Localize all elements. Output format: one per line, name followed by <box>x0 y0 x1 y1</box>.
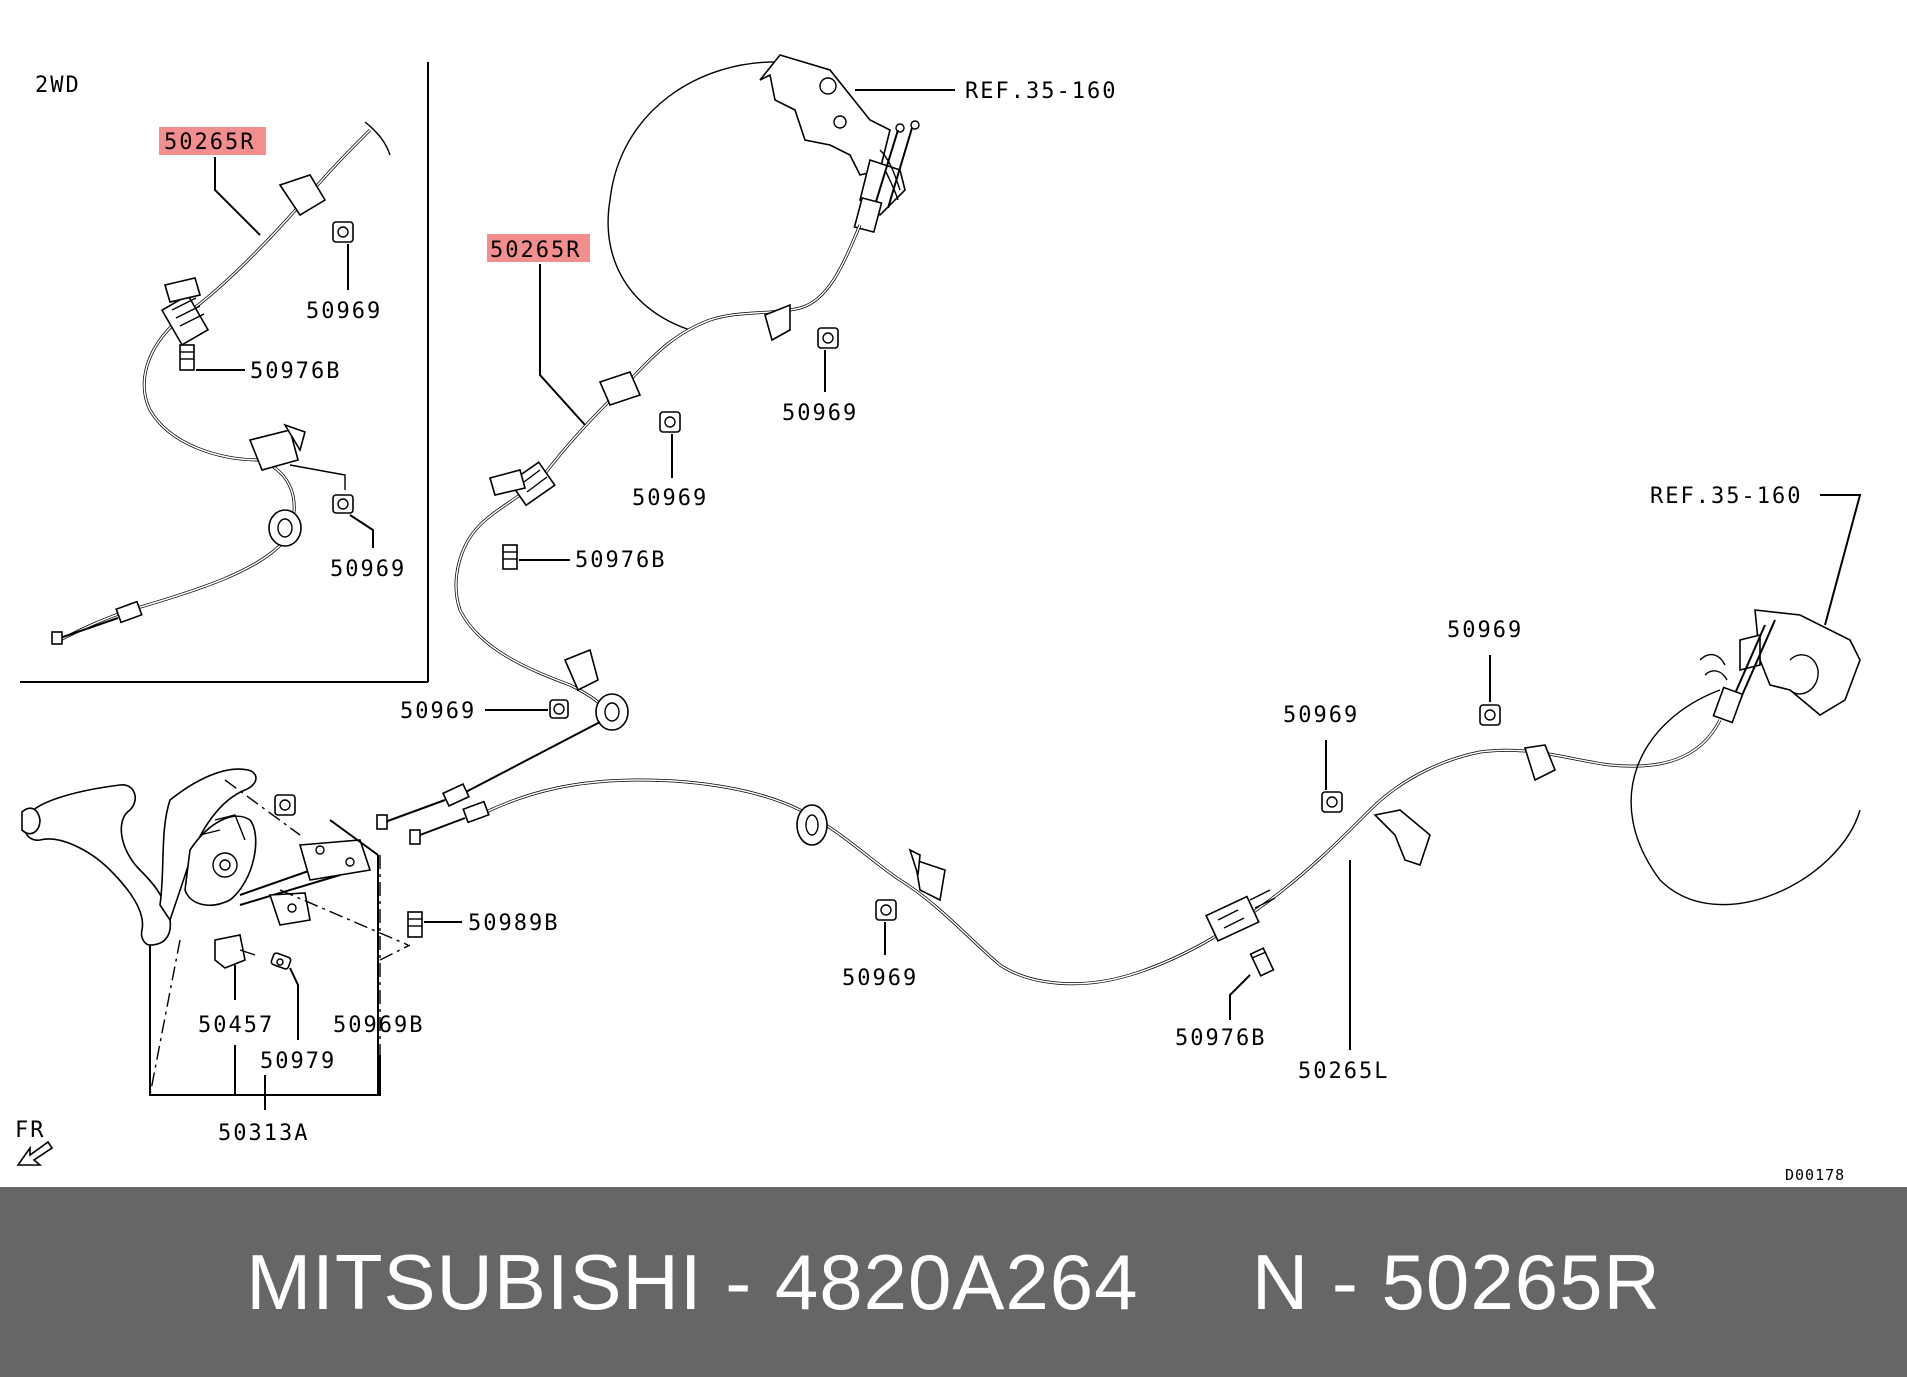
upper-drum-outline <box>607 61 781 331</box>
part-50969-center[interactable]: 50969 <box>842 966 918 991</box>
footer-part-number: MITSUBISHI - 4820A264 N - 50265R <box>246 1237 1661 1326</box>
front-arrow-icon <box>16 1140 54 1166</box>
mid-bolt <box>502 544 518 570</box>
parking-brake-lever: 50989B 50457 50979 50969B 50313A <box>21 768 559 1146</box>
cable-50265r: 50265R 50969 50969 <box>376 224 862 830</box>
lever-body <box>159 768 257 922</box>
upper-brake-drum: REF.35-160 <box>607 54 1117 331</box>
right-lever-mechanism <box>1739 633 1761 672</box>
equalizer-bracket <box>298 839 372 881</box>
bolt-50989b <box>407 911 423 938</box>
part-50976b-mid[interactable]: 50976B <box>575 548 666 573</box>
nut-right-a <box>1321 791 1343 813</box>
inset-cable-end <box>51 631 63 645</box>
mid-grommet <box>595 693 629 731</box>
inset-nut-b <box>332 494 354 514</box>
inset-leader-50265r <box>214 157 261 236</box>
right-bolt <box>1249 947 1275 977</box>
part-50969b[interactable]: 50969B <box>333 1013 424 1038</box>
diagram-code: D00178 <box>1785 1166 1845 1184</box>
part-50969-lower-left[interactable]: 50969 <box>400 699 476 724</box>
ref-leader-2 <box>1820 494 1862 626</box>
part-50265l[interactable]: 50265L <box>1298 1059 1389 1084</box>
main-highlight-box <box>487 234 590 262</box>
parts-diagram-svg: 2WD 50265R 50969 <box>15 54 1862 1184</box>
right-cable-fitting <box>1205 889 1276 943</box>
part-50969-right-a[interactable]: 50969 <box>1283 703 1359 728</box>
part-50979[interactable]: 50979 <box>260 1049 336 1074</box>
inset-nut-a <box>332 221 354 243</box>
footer-banner: MITSUBISHI - 4820A264 N - 50265R <box>0 1187 1907 1377</box>
inset-bolt <box>179 344 195 371</box>
mid-cable-bracket <box>598 371 642 406</box>
part-50989b[interactable]: 50989B <box>468 911 559 936</box>
nut-right-b <box>1479 704 1501 726</box>
inset-part-50969-b[interactable]: 50969 <box>330 557 406 582</box>
inset-cable <box>59 128 372 642</box>
inset-bracket-mid <box>248 429 299 471</box>
part-50969-upper-right[interactable]: 50969 <box>782 401 858 426</box>
inset-highlight-box <box>159 127 266 155</box>
inset-cable-end-fitting <box>115 600 143 624</box>
ref-label-2[interactable]: REF.35-160 <box>1650 484 1802 509</box>
center-grommet <box>796 804 828 846</box>
right-cable-bracket <box>1373 809 1431 867</box>
main-highlight-label[interactable]: 50265R <box>490 238 581 263</box>
part-50313a[interactable]: 50313A <box>218 1121 309 1146</box>
inset-cable-fitting <box>160 277 210 346</box>
parts-diagram: 2WD 50265R 50969 <box>15 54 1862 1184</box>
upper-cable-bracket <box>764 303 791 342</box>
inset-label: 2WD <box>35 73 81 98</box>
nut-center <box>875 899 897 921</box>
far-right-bracket <box>1523 744 1557 782</box>
cable-50265l: 50969 50976B 50265L 50969 <box>409 618 1722 1084</box>
mid-cable-fitting <box>489 461 556 507</box>
lever-ratchet-plate <box>184 815 257 906</box>
inset-2wd: 2WD 50265R 50969 <box>20 62 429 683</box>
direction-label: FR <box>15 1118 46 1143</box>
upper-backing-plate <box>759 54 891 176</box>
part-50969-mid[interactable]: 50969 <box>632 486 708 511</box>
inset-bracket-top <box>278 174 327 217</box>
lever-top-nut <box>274 794 296 816</box>
lower-cable-bracket <box>563 648 599 692</box>
inset-leader-50969-b <box>349 514 374 548</box>
nut-mid <box>659 411 681 433</box>
ref-label-1[interactable]: REF.35-160 <box>965 79 1117 104</box>
inset-grommet <box>268 509 302 547</box>
nut-lower-left <box>549 699 569 719</box>
right-brake-drum: REF.35-160 <box>1630 484 1862 906</box>
inset-leader-dot <box>289 464 346 490</box>
switch-50457 <box>214 934 256 969</box>
part-50969-right-b[interactable]: 50969 <box>1447 618 1523 643</box>
screw-50979 <box>270 952 292 970</box>
assembly-dash-lines <box>149 779 411 1096</box>
inset-highlight-label[interactable]: 50265R <box>164 130 255 155</box>
part-50976b-right[interactable]: 50976B <box>1175 1026 1266 1051</box>
part-50457[interactable]: 50457 <box>198 1013 274 1038</box>
inset-part-50976b[interactable]: 50976B <box>250 359 341 384</box>
right-backing-plate <box>1754 609 1861 716</box>
lever-handle <box>23 784 172 946</box>
direction-indicator: FR <box>15 1118 54 1166</box>
center-cable-bracket <box>913 858 946 902</box>
right-drum-outline <box>1630 689 1861 906</box>
nut-upper-right <box>817 327 839 349</box>
main-leader-50265r <box>539 264 586 426</box>
inset-part-50969-a[interactable]: 50969 <box>306 299 382 324</box>
lever-foot-bracket <box>268 892 311 926</box>
